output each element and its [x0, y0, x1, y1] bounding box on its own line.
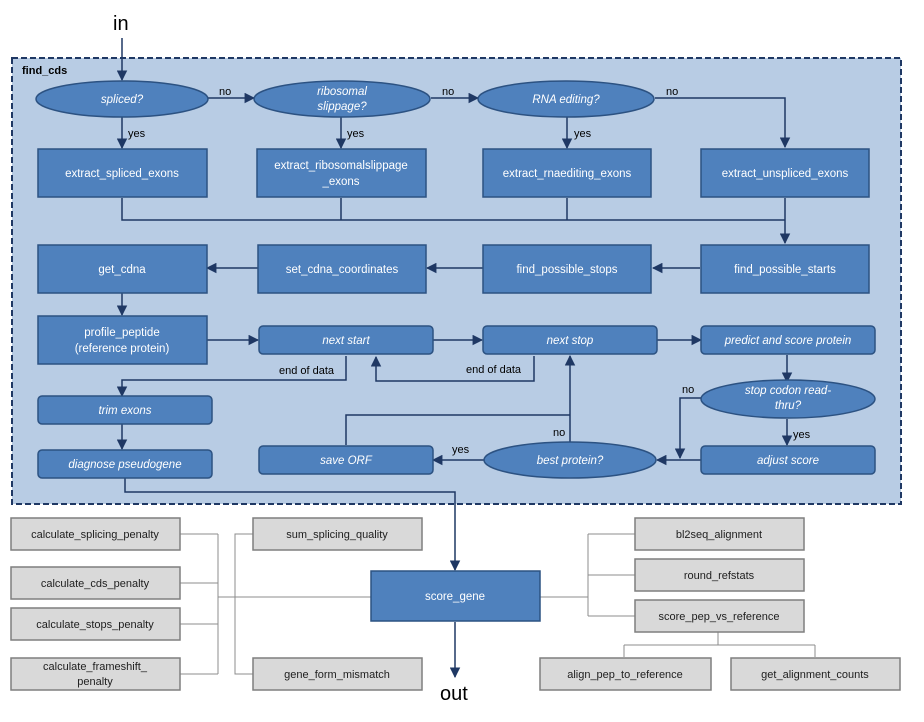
profile-peptide-text-2: (reference protein) [75, 343, 170, 355]
decision-stop-codon-text-2: thru? [775, 400, 802, 412]
process-next-start: next start [258, 325, 434, 355]
round-refstats-text: round_refstats [684, 570, 755, 582]
extract-unspliced-text: extract_unspliced_exons [722, 168, 849, 180]
get-alignment-counts-text: get_alignment_counts [761, 669, 869, 681]
process-extract-spliced-exons: extract_spliced_exons [37, 148, 208, 198]
sum-splicing-text: sum_splicing_quality [286, 529, 388, 541]
find-possible-starts-text: find_possible_starts [734, 264, 836, 276]
decision-stop-codon: stop codon read- thru? [700, 379, 876, 419]
process-adjust-score: adjust score [700, 445, 876, 475]
function-score-pep-vs-reference: score_pep_vs_reference [634, 599, 805, 633]
decision-ribosomal-slippage: ribosomal slippage? [253, 80, 431, 118]
decision-ribosomal-text-1: ribosomal [317, 86, 367, 98]
profile-peptide-text-1: profile_peptide [84, 327, 159, 339]
arrow-rna-no [655, 97, 791, 149]
function-gene-form-mismatch: gene_form_mismatch [252, 657, 423, 691]
function-calculate-frameshift-penalty: calculate_frameshift_ penalty [10, 657, 181, 691]
align-pep-text: align_pep_to_reference [567, 669, 683, 681]
score-gene-text: score_gene [425, 591, 485, 603]
score-pep-text: score_pep_vs_reference [658, 611, 779, 623]
label-no-ribosomal: no [442, 86, 454, 98]
label-no-rna: no [666, 86, 678, 98]
get-cdna-text: get_cdna [98, 264, 146, 276]
gray-connectors [180, 533, 816, 675]
next-stop-text: next stop [547, 335, 594, 347]
decision-best-protein-text: best protein? [537, 455, 604, 467]
label-yes-best: yes [452, 444, 470, 456]
decision-ribosomal-text-2: slippage? [317, 101, 367, 113]
decision-rna-editing-text: RNA editing? [532, 94, 600, 106]
merge-line [121, 198, 785, 221]
process-set-cdna-coordinates: set_cdna_coordinates [257, 244, 427, 294]
process-save-orf: save ORF [258, 445, 434, 475]
calc-frameshift-text-1: calculate_frameshift_ [43, 661, 148, 673]
arrow-to-score-gene [124, 477, 461, 572]
label-yes-rna: yes [574, 128, 592, 140]
function-calculate-splicing-penalty: calculate_splicing_penalty [10, 517, 181, 551]
diagnose-pseudogene-text: diagnose pseudogene [68, 459, 181, 471]
save-orf-text: save ORF [320, 455, 373, 467]
function-calculate-cds-penalty: calculate_cds_penalty [10, 566, 181, 600]
container-title: find_cds [22, 65, 67, 77]
label-no-best: no [553, 427, 565, 439]
decision-spliced-text: spliced? [101, 94, 144, 106]
label-end-of-data-2: end of data [466, 364, 522, 376]
decision-best-protein: best protein? [483, 441, 657, 479]
label-yes-stopcodon: yes [793, 429, 811, 441]
adjust-score-text: adjust score [757, 455, 819, 467]
function-calculate-stops-penalty: calculate_stops_penalty [10, 607, 181, 641]
trim-exons-text: trim exons [98, 405, 151, 417]
extract-spliced-exons-text: extract_spliced_exons [65, 168, 179, 180]
label-no-stopcodon: no [682, 384, 694, 396]
set-cdna-coordinates-text: set_cdna_coordinates [286, 264, 399, 276]
process-extract-ribosomalslippage-exons: extract_ribosomalslippage _exons [256, 148, 427, 198]
process-find-possible-starts: find_possible_starts [700, 244, 870, 294]
connectors [116, 38, 793, 679]
process-extract-unspliced-exons: extract_unspliced_exons [700, 148, 870, 198]
predict-score-text: predict and score protein [724, 335, 852, 347]
label-no-spliced: no [219, 86, 231, 98]
function-sum-splicing-quality: sum_splicing_quality [252, 517, 423, 551]
arrow-endofdata-trim [116, 356, 347, 398]
in-label: in [113, 13, 129, 35]
process-diagnose-pseudogene: diagnose pseudogene [37, 449, 213, 479]
process-predict-and-score-protein: predict and score protein [700, 325, 876, 355]
bl2seq-text: bl2seq_alignment [676, 529, 762, 541]
decision-rna-editing: RNA editing? [477, 80, 655, 118]
function-align-pep-to-reference: align_pep_to_reference [539, 657, 712, 691]
calc-frameshift-text-2: penalty [77, 676, 113, 688]
process-next-stop: next stop [482, 325, 658, 355]
next-start-text: next start [322, 335, 370, 347]
label-yes-ribosomal: yes [347, 128, 365, 140]
decision-spliced: spliced? [35, 80, 209, 118]
process-find-possible-stops: find_possible_stops [482, 244, 652, 294]
line-save-back [345, 414, 570, 445]
calc-cds-text: calculate_cds_penalty [41, 578, 150, 590]
process-profile-peptide: profile_peptide (reference protein) [37, 315, 208, 365]
out-label: out [440, 683, 468, 705]
extract-rnaediting-text: extract_rnaediting_exons [503, 168, 632, 180]
process-get-cdna: get_cdna [37, 244, 208, 294]
calc-splicing-text: calculate_splicing_penalty [31, 529, 159, 541]
function-get-alignment-counts: get_alignment_counts [730, 657, 901, 691]
extract-ribosomal-text-1: extract_ribosomalslippage [274, 160, 408, 172]
label-end-of-data-1: end of data [279, 365, 335, 377]
arrow-stopcodon-no [674, 397, 701, 460]
process-extract-rnaediting-exons: extract_rnaediting_exons [482, 148, 652, 198]
function-score-gene: score_gene [370, 570, 541, 622]
extract-ribosomal-text-2: _exons [321, 176, 359, 188]
function-round-refstats: round_refstats [634, 558, 805, 592]
find-possible-stops-text: find_possible_stops [516, 264, 617, 276]
decision-stop-codon-text-1: stop codon read- [745, 385, 831, 397]
calc-stops-text: calculate_stops_penalty [36, 619, 154, 631]
arrow-endofdata-back [370, 355, 535, 382]
label-yes-spliced: yes [128, 128, 146, 140]
process-trim-exons: trim exons [37, 395, 213, 425]
gene-form-mismatch-text: gene_form_mismatch [284, 669, 390, 681]
function-bl2seq-alignment: bl2seq_alignment [634, 517, 805, 551]
